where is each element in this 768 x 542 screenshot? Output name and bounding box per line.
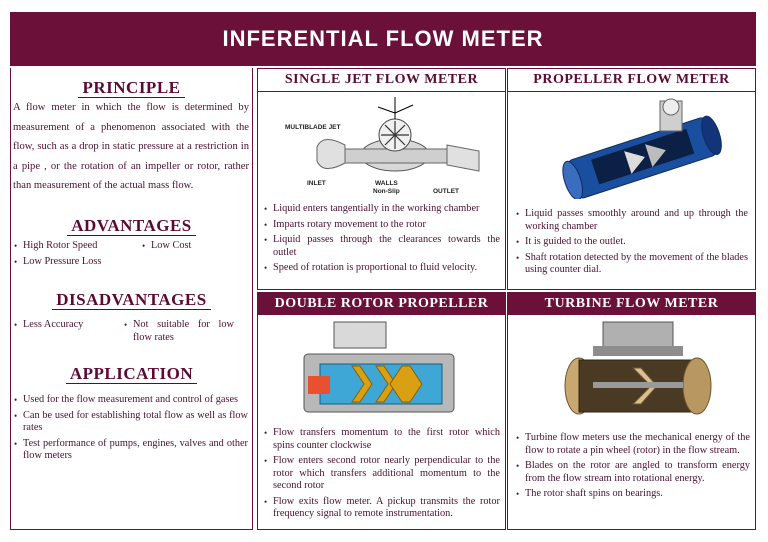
principle-heading: PRINCIPLE <box>11 78 252 98</box>
application-heading: APPLICATION <box>11 364 252 384</box>
propeller-panel: PROPELLER FLOW METER Liquid passes smoot… <box>507 68 756 290</box>
propeller-illustration <box>562 98 722 199</box>
single-jet-list: Liquid enters tangentially in the workin… <box>264 203 500 278</box>
list-item: Less Accuracy <box>14 319 124 332</box>
list-item: Turbine flow meters use the mechanical e… <box>516 432 750 457</box>
label-inlet: INLET <box>307 180 326 187</box>
list-item: Low Cost <box>142 240 242 253</box>
turbine-heading: TURBINE FLOW METER <box>508 293 755 315</box>
list-item: Blades on the rotor are angled to transf… <box>516 460 750 485</box>
list-item: Liquid enters tangentially in the workin… <box>264 203 500 216</box>
disadvantages-list-right: Not suitable for low flow rates <box>124 319 234 347</box>
list-item: Flow transfers momentum to the first rot… <box>264 427 500 452</box>
disadvantages-heading: DISADVANTAGES <box>11 290 252 310</box>
turbine-list: Turbine flow meters use the mechanical e… <box>516 432 750 504</box>
left-panel: PRINCIPLE A flow meter in which the flow… <box>10 68 253 530</box>
propeller-list: Liquid passes smoothly around and up thr… <box>516 208 748 280</box>
principle-text: A flow meter in which the flow is determ… <box>13 102 249 191</box>
turbine-panel: TURBINE FLOW METER Turbine flow meters u… <box>507 292 756 530</box>
list-item: Shaft rotation detected by the movement … <box>516 252 748 277</box>
double-rotor-list: Flow transfers momentum to the first rot… <box>264 427 500 524</box>
label-multiblade: MULTIBLADE JET <box>285 124 341 131</box>
application-list: Used for the flow measurement and contro… <box>14 394 248 466</box>
list-item: Test performance of pumps, engines, valv… <box>14 438 248 463</box>
list-item: Low Pressure Loss <box>14 256 134 269</box>
label-nonslip: Non-Slip <box>373 188 400 195</box>
list-item: Can be used for establishing total flow … <box>14 410 248 435</box>
double-rotor-illustration <box>303 321 455 413</box>
list-item: It is guided to the outlet. <box>516 236 748 249</box>
single-jet-heading: SINGLE JET FLOW METER <box>258 69 505 92</box>
list-item: Used for the flow measurement and contro… <box>14 394 248 407</box>
list-item: The rotor shaft spins on bearings. <box>516 488 750 501</box>
turbine-illustration <box>564 321 712 415</box>
list-item: Speed of rotation is proportional to flu… <box>264 262 500 275</box>
list-item: Flow enters second rotor nearly perpendi… <box>264 455 500 493</box>
advantages-list-right: Low Cost <box>142 240 242 256</box>
label-outlet: OUTLET <box>433 188 459 195</box>
advantages-list-left: High Rotor Speed Low Pressure Loss <box>14 240 134 271</box>
page-title: INFERENTIAL FLOW METER <box>10 12 756 66</box>
list-item: Liquid passes through the clearances tow… <box>264 234 500 259</box>
list-item: Liquid passes smoothly around and up thr… <box>516 208 748 233</box>
double-rotor-heading: DOUBLE ROTOR PROPELLER <box>258 293 505 315</box>
list-item: Imparts rotary movement to the rotor <box>264 219 500 232</box>
propeller-heading: PROPELLER FLOW METER <box>508 69 755 92</box>
double-rotor-panel: DOUBLE ROTOR PROPELLER Flow transfers mo… <box>257 292 506 530</box>
single-jet-panel: SINGLE JET FLOW METER MULTIBLADE JET INL… <box>257 68 506 290</box>
disadvantages-list-left: Less Accuracy <box>14 319 124 335</box>
list-item: High Rotor Speed <box>14 240 134 253</box>
list-item: Flow exits flow meter. A pickup transmit… <box>264 496 500 521</box>
single-jet-diagram: MULTIBLADE JET INLET WALLS Non-Slip OUTL… <box>285 97 480 195</box>
label-walls: WALLS <box>375 180 398 187</box>
advantages-heading: ADVANTAGES <box>11 216 252 236</box>
list-item: Not suitable for low flow rates <box>124 319 234 344</box>
